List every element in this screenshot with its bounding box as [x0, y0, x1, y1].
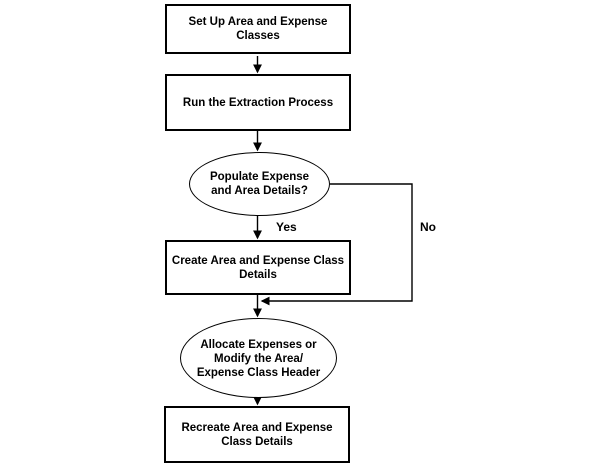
decision-allocate-expenses-or-modify-header-label: Allocate Expenses or Modify the Area/ Ex…	[196, 339, 321, 379]
process-setup-area-expense-classes-label: Set Up Area and Expense Classes	[188, 16, 328, 42]
process-recreate-area-expense-class-details-label: Recreate Area and Expense Class Details	[181, 421, 333, 448]
edge-label-yes: Yes	[276, 220, 297, 234]
process-create-area-expense-class-details: Create Area and Expense Class Details	[165, 240, 351, 295]
decision-populate-expense-area-details-label: Populate Expense and Area Details?	[209, 171, 310, 197]
connector-populate-no-branch	[260, 183, 413, 306]
process-run-extraction: Run the Extraction Process	[165, 74, 351, 131]
process-setup-area-expense-classes: Set Up Area and Expense Classes	[165, 4, 351, 54]
process-recreate-area-expense-class-details: Recreate Area and Expense Class Details	[164, 406, 350, 463]
decision-populate-expense-area-details: Populate Expense and Area Details?	[189, 152, 330, 216]
process-run-extraction-label: Run the Extraction Process	[182, 96, 334, 109]
edge-label-no: No	[420, 220, 436, 234]
decision-allocate-expenses-or-modify-header: Allocate Expenses or Modify the Area/ Ex…	[180, 318, 337, 398]
process-create-area-expense-class-details-label: Create Area and Expense Class Details	[171, 254, 345, 281]
